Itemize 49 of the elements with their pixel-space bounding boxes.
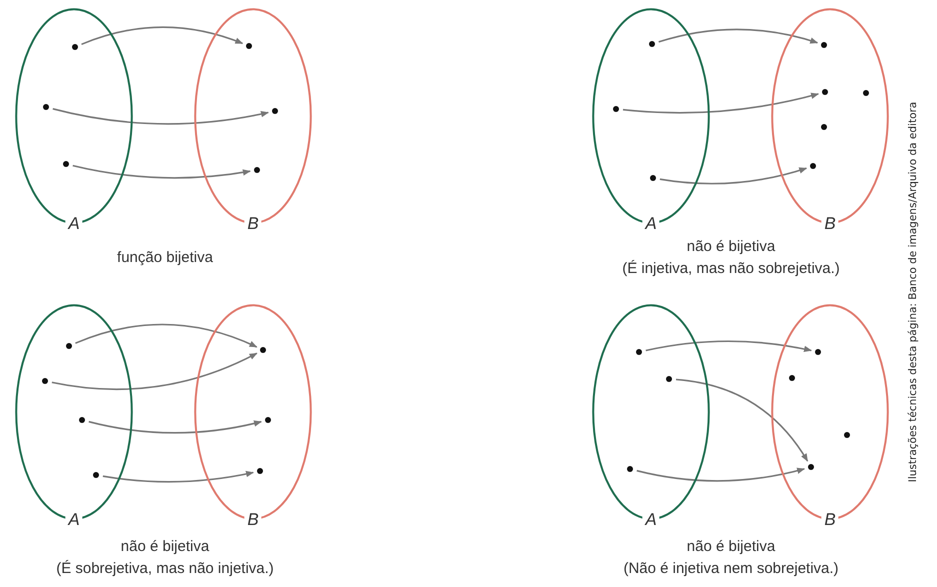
element-dot xyxy=(821,42,827,48)
element-dot xyxy=(43,104,49,110)
mapping-arrow xyxy=(646,340,812,352)
caption-text: (Não é injetiva nem sobrejetiva.) xyxy=(623,560,839,577)
element-dot xyxy=(272,108,278,114)
caption-text: (É sobrejetiva, mas não injetiva.) xyxy=(56,560,274,577)
element-dot xyxy=(666,376,672,382)
element-dot xyxy=(265,417,271,423)
mapping-arrow xyxy=(622,92,820,114)
element-dot xyxy=(636,349,642,355)
mapping-arrow xyxy=(88,420,262,434)
mapping-arrow xyxy=(72,164,251,179)
element-dot xyxy=(822,89,828,95)
element-dot xyxy=(815,349,821,355)
credit-text: Ilustrações técnicas desta página: Banco de imagens/Arquivo da editora xyxy=(907,102,919,482)
element-dot xyxy=(613,106,619,112)
element-dot xyxy=(257,468,263,474)
element-dot xyxy=(863,90,869,96)
mapping-arrow xyxy=(660,167,808,184)
element-dot xyxy=(42,378,48,384)
element-dot xyxy=(66,343,72,349)
mapping-arrow xyxy=(75,324,258,348)
element-dot xyxy=(844,432,850,438)
caption-text: (É injetiva, mas não sobrejetiva.) xyxy=(622,260,840,277)
caption-text: não é bijetiva xyxy=(686,538,776,555)
mapping-arrow xyxy=(52,108,269,125)
element-dot xyxy=(72,44,78,50)
element-dot xyxy=(254,167,260,173)
element-dot xyxy=(808,464,814,470)
mapping-arrow xyxy=(102,470,254,483)
element-dot xyxy=(627,466,633,472)
mapping-arrow xyxy=(52,352,258,390)
element-dot xyxy=(650,175,656,181)
mapping-arrow xyxy=(658,28,818,44)
element-dot xyxy=(63,161,69,167)
mapping-arrow xyxy=(676,378,808,462)
mapping-arrow xyxy=(636,468,806,482)
element-dot xyxy=(810,163,816,169)
element-dot xyxy=(79,417,85,423)
caption-text: função bijetiva xyxy=(117,249,213,266)
element-dot xyxy=(93,472,99,478)
caption-text: não é bijetiva xyxy=(120,538,210,555)
element-dot xyxy=(246,43,252,49)
element-dot xyxy=(821,124,827,130)
element-dot xyxy=(260,347,266,353)
caption-text: não é bijetiva xyxy=(686,238,776,255)
mapping-arrow xyxy=(81,26,244,46)
element-dot xyxy=(649,41,655,47)
element-dot xyxy=(789,375,795,381)
